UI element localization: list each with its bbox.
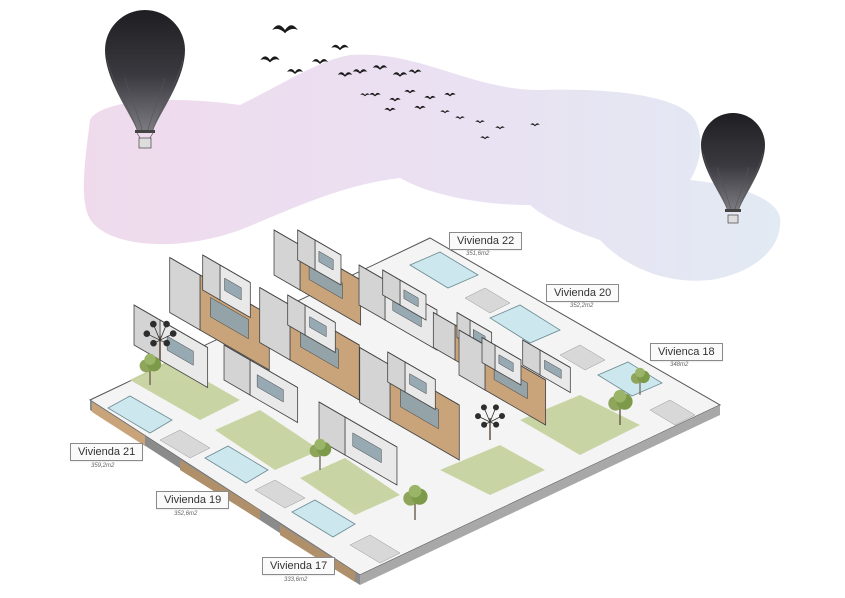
bird-icon [312, 59, 328, 64]
tree-icon [630, 367, 650, 395]
villa-volume [382, 269, 427, 321]
bird-icon [404, 89, 416, 94]
bird-flock [260, 25, 540, 140]
villas-block [133, 229, 571, 486]
trees [139, 320, 650, 520]
tree-icon [309, 438, 332, 470]
tree-icon [608, 389, 633, 425]
villa-volume [481, 336, 522, 386]
area-vivienda-20: 352,2m2 [570, 303, 594, 309]
bird-icon [475, 120, 485, 124]
bird-icon [530, 123, 540, 127]
bird-icon [389, 97, 401, 102]
bird-icon [337, 72, 353, 77]
bird-icon [414, 105, 426, 110]
bird-icon [369, 92, 381, 97]
bird-icon [480, 136, 490, 140]
villa-volume [297, 229, 342, 286]
tree-icon [403, 484, 428, 520]
villa-volume [387, 351, 436, 411]
label-vivienda-21: Vivienda 21 [70, 443, 144, 461]
tree-icon [139, 353, 162, 385]
label-vivienda-17: Vivienda 17 [262, 557, 336, 575]
bird-icon [455, 116, 465, 120]
area-vivienda-21: 359,2m2 [91, 463, 115, 469]
bird-icon [260, 56, 280, 63]
villa-volume [287, 294, 336, 354]
hot-air-balloon-icon [701, 113, 765, 224]
bird-icon [360, 93, 370, 97]
bird-icon [392, 72, 408, 77]
cloud-shape [83, 54, 781, 281]
area-vivienda-22: 351,6m2 [466, 251, 490, 257]
bird-icon [331, 44, 349, 51]
villa-volume [522, 339, 571, 394]
bird-icon [372, 65, 388, 70]
bird-icon [408, 69, 422, 74]
label-vivienda-20: Vivienda 20 [546, 284, 620, 302]
tree-icon [143, 320, 177, 360]
area-vivienda-19: 352,6m2 [174, 511, 198, 517]
label-vivienda-18: Vivienca 18 [650, 343, 723, 361]
area-vivienda-18: 348m2 [670, 362, 689, 368]
paving [159, 287, 696, 564]
label-vivienda-19: Vivienda 19 [156, 491, 230, 509]
bird-icon [495, 126, 505, 130]
villa-volume [223, 344, 299, 424]
bird-icon [424, 95, 436, 100]
label-vivienda-22: Vivienda 22 [449, 232, 523, 250]
bird-icon [352, 69, 368, 74]
bird-icon [287, 69, 303, 74]
villa-volume [318, 401, 398, 486]
hot-air-balloon-icon [105, 10, 185, 149]
bird-icon [272, 25, 298, 34]
bird-icon [444, 92, 456, 97]
garden-areas [130, 360, 640, 515]
bird-icon [440, 110, 450, 114]
pools [107, 251, 663, 538]
area-vivienda-17: 333,6m2 [284, 577, 308, 583]
villa-volume [202, 254, 251, 319]
bird-icon [384, 107, 396, 112]
tree-icon [475, 404, 505, 440]
